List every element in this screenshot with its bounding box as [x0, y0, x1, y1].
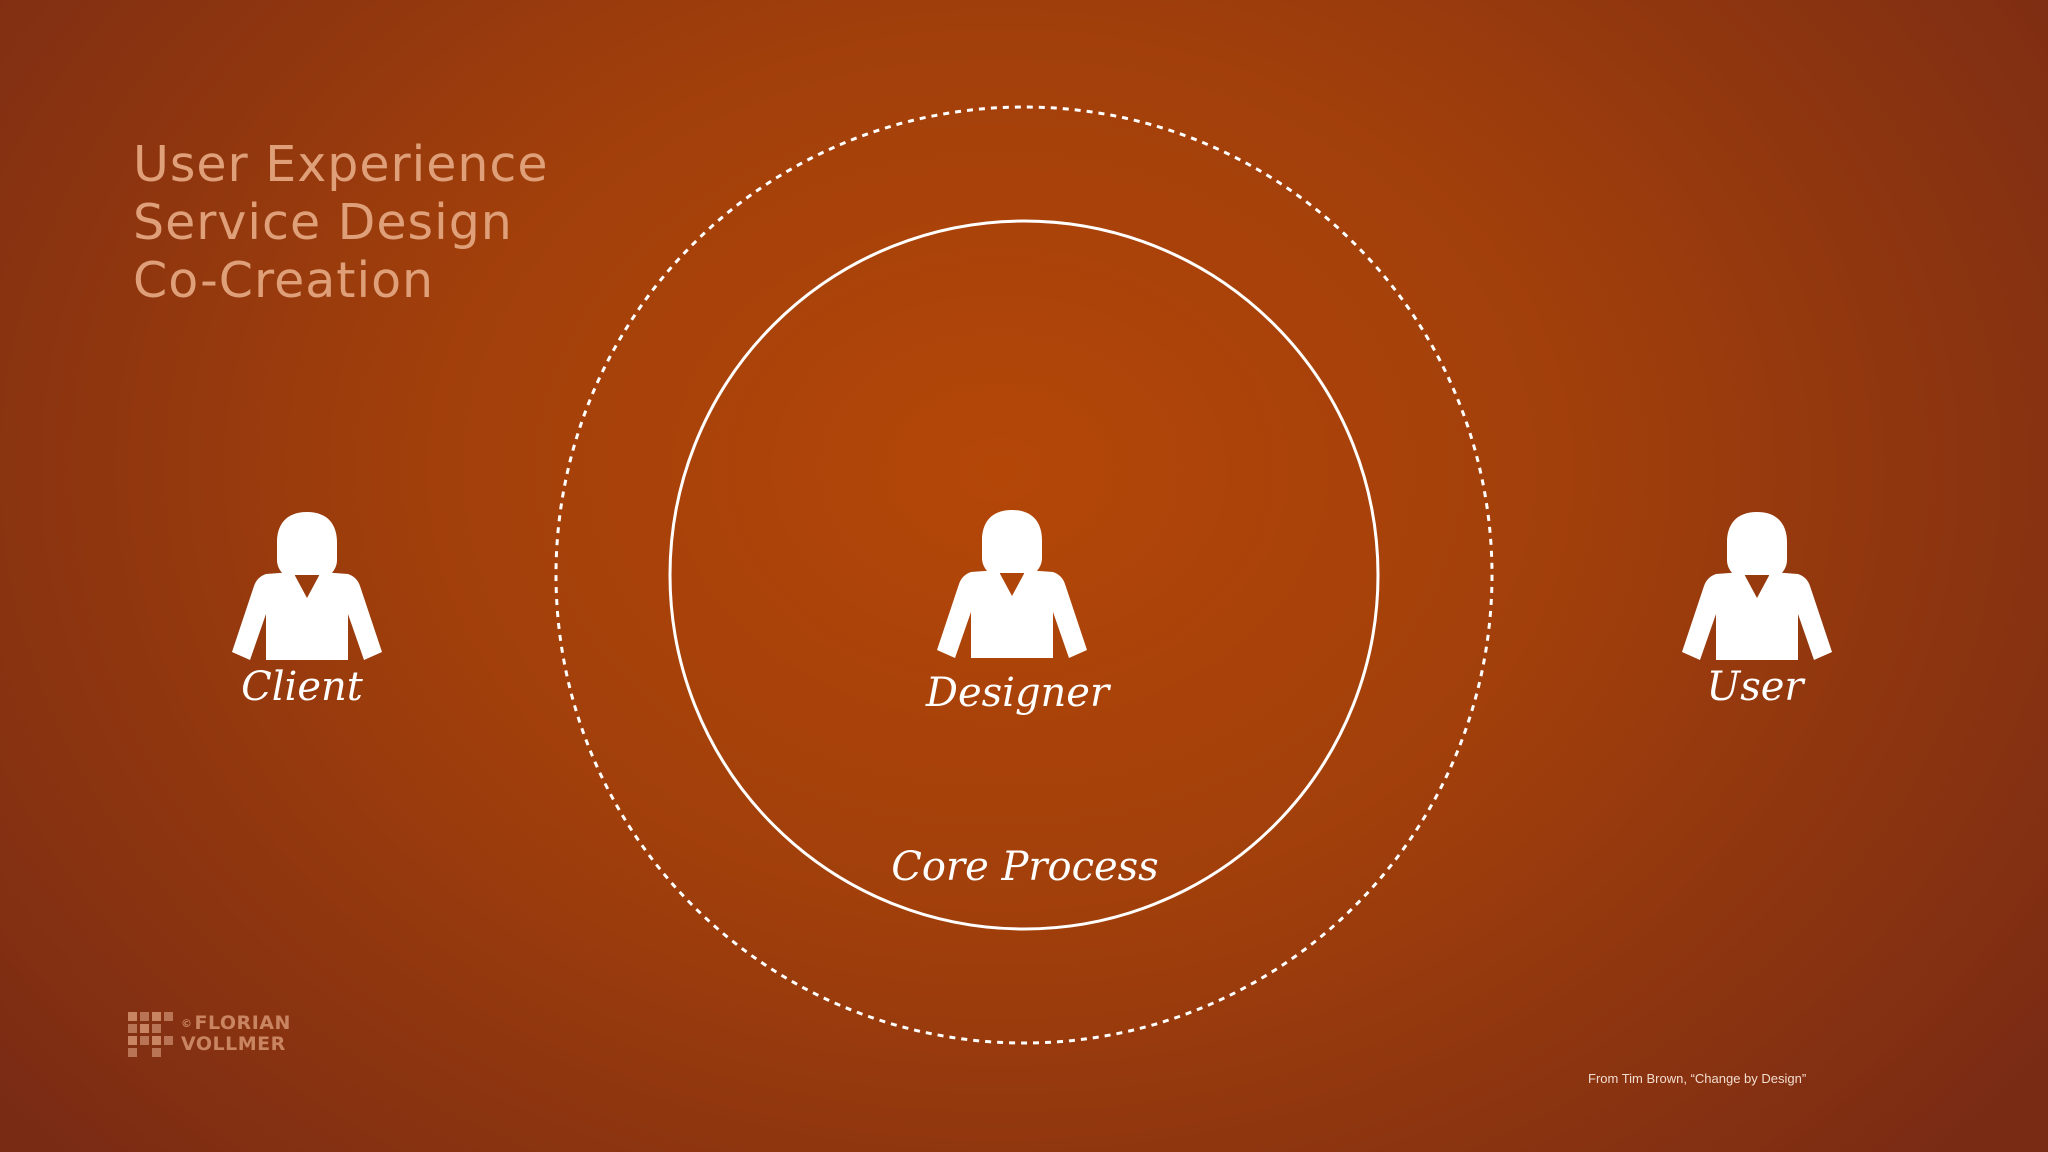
outer-circle	[554, 105, 1494, 1045]
client-person-icon	[230, 510, 384, 660]
logo-grid-icon	[128, 1012, 173, 1057]
core-process-label: Core Process	[891, 844, 1159, 890]
heading-service-design: Service Design	[133, 194, 513, 251]
user-person-icon	[1680, 510, 1834, 660]
logo-line1: FLORIAN	[194, 1012, 291, 1034]
client-label: Client	[241, 664, 363, 710]
heading-co-creation: Co-Creation	[133, 252, 435, 309]
user-label: User	[1706, 664, 1804, 710]
heading-user-experience: User Experience	[133, 136, 549, 193]
designer-label: Designer	[925, 670, 1110, 716]
logo-text: ©FLORIAN VOLLMER	[181, 1013, 291, 1055]
logo-line2: VOLLMER	[181, 1033, 286, 1055]
citation: From Tim Brown, “Change by Design”	[1588, 1071, 1807, 1086]
headings-list: User Experience Service Design Co-Creati…	[133, 136, 549, 310]
logo-mark: ©	[181, 1017, 193, 1030]
inner-circle	[668, 219, 1380, 931]
designer-person-icon	[935, 508, 1089, 658]
florian-vollmer-logo: ©FLORIAN VOLLMER	[128, 1012, 291, 1060]
